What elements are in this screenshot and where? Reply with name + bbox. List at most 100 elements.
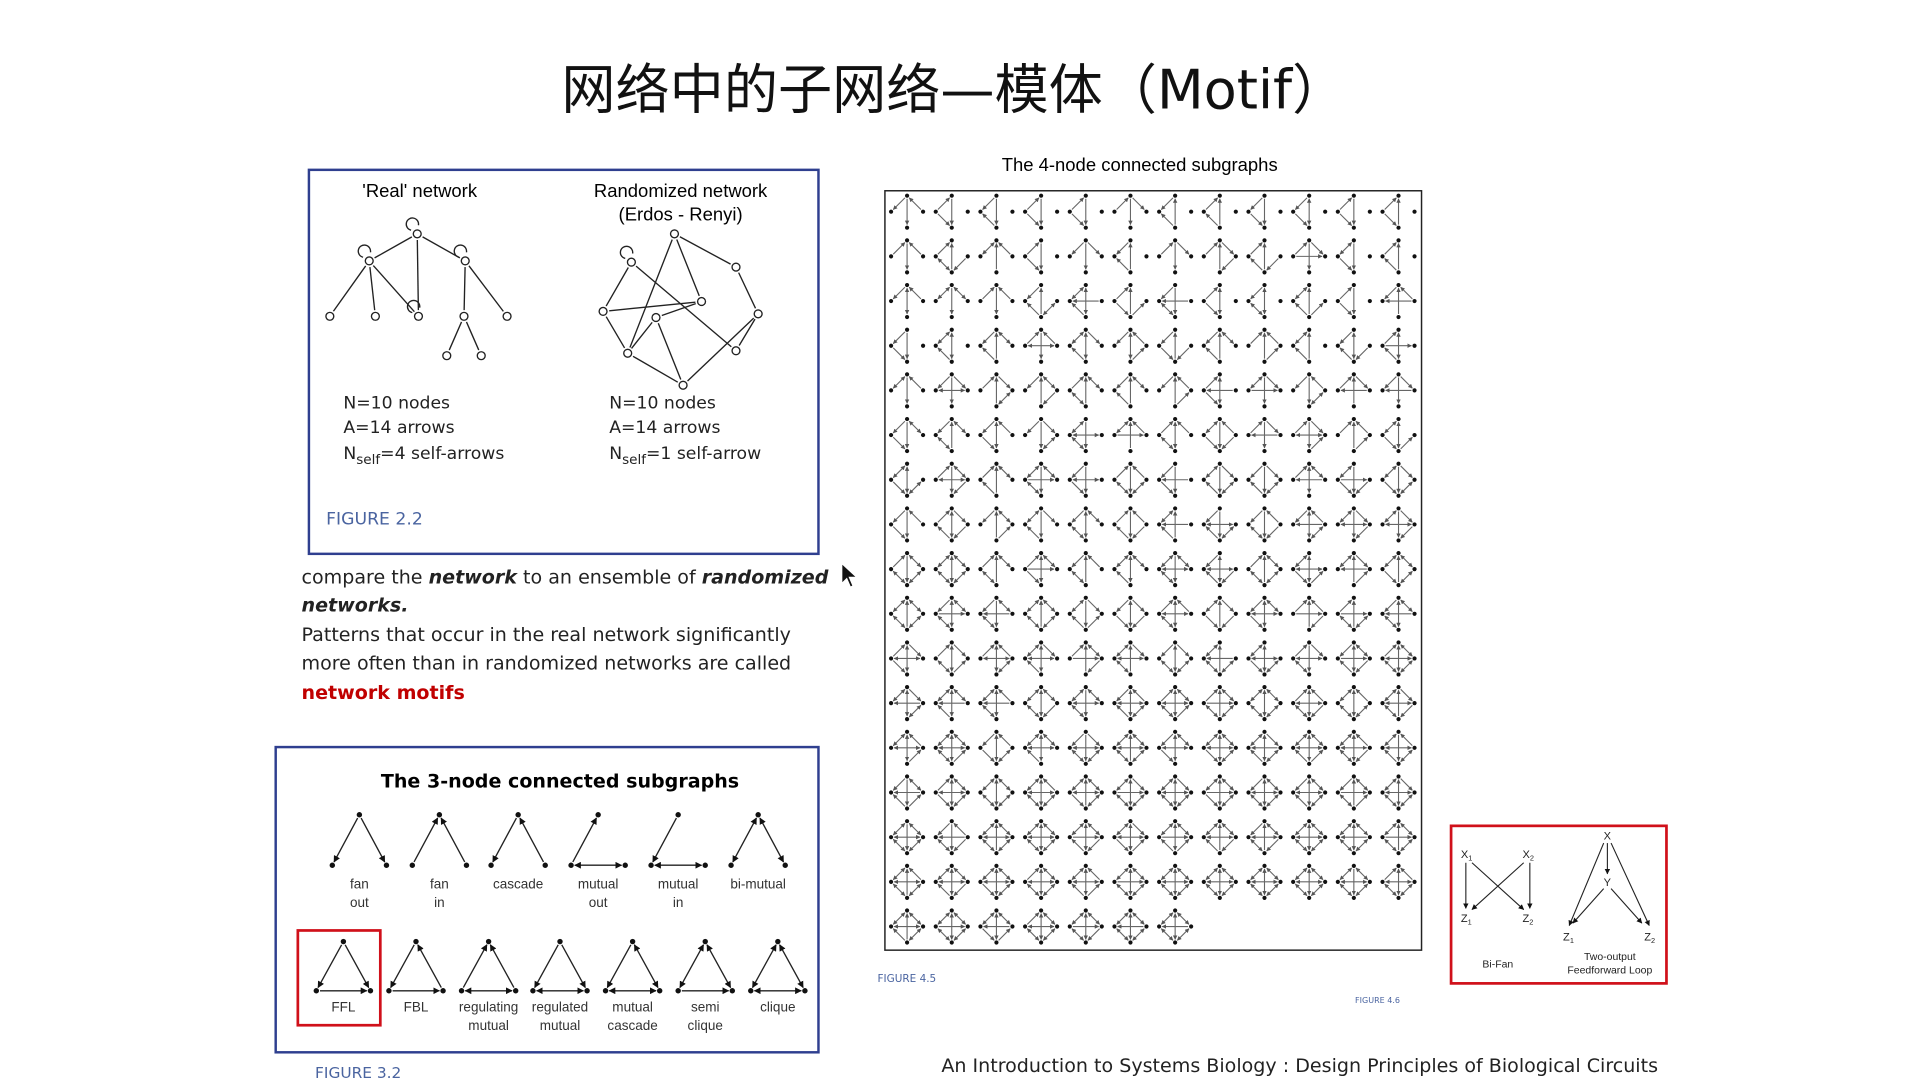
four-node-subgraph bbox=[1157, 908, 1194, 945]
svg-text:X1: X1 bbox=[1461, 849, 1473, 862]
four-node-subgraph bbox=[1112, 282, 1149, 320]
four-node-subgraph bbox=[978, 729, 1015, 766]
subgraph-label: out bbox=[350, 895, 369, 910]
real-arrows-stat: A=14 arrows bbox=[343, 418, 454, 438]
four-node-subgraph bbox=[1112, 774, 1149, 811]
subgraph-label: in bbox=[673, 895, 684, 910]
ffl-highlight-box bbox=[296, 929, 382, 1027]
network-node bbox=[442, 351, 452, 361]
four-node-subgraph bbox=[888, 774, 926, 811]
four-node-subgraph bbox=[978, 551, 1015, 588]
four-node-subgraph bbox=[1246, 595, 1283, 632]
subgraph-label: semi bbox=[691, 1000, 720, 1015]
real-network-graph bbox=[325, 217, 512, 361]
network-edge bbox=[629, 239, 673, 348]
four-node-subgraph bbox=[1291, 193, 1328, 230]
four-node-subgraph bbox=[1291, 774, 1328, 811]
four-node-subgraph bbox=[933, 908, 970, 945]
four-node-subgraph bbox=[1023, 461, 1060, 498]
network-node bbox=[731, 346, 741, 356]
four-node-subgraph bbox=[1335, 685, 1372, 722]
random-network-label: Randomized network bbox=[594, 180, 768, 201]
network-edge bbox=[632, 355, 679, 383]
four-node-subgraph bbox=[1067, 238, 1104, 275]
network-node bbox=[412, 229, 422, 239]
four-node-subgraph bbox=[933, 193, 970, 230]
network-edge bbox=[468, 265, 504, 312]
four-node-subgraph bbox=[978, 416, 1015, 454]
subgraph-label: regulated bbox=[532, 1000, 588, 1015]
four-node-subgraph bbox=[933, 819, 970, 856]
four-node-subgraph bbox=[1112, 461, 1149, 498]
four-node-subgraph bbox=[888, 819, 926, 856]
four-node-subgraph bbox=[1023, 416, 1060, 454]
four-node-subgraph bbox=[933, 372, 970, 409]
four-node-subgraph bbox=[888, 372, 926, 409]
subgraph-bi-mutual: bi-mutual bbox=[728, 812, 788, 892]
four-node-subgraph bbox=[1067, 416, 1104, 454]
four-node-subgraph bbox=[1067, 595, 1104, 632]
four-node-subgraph bbox=[1201, 238, 1238, 275]
four-node-subgraph bbox=[1023, 640, 1060, 677]
four-node-subgraph bbox=[1157, 595, 1194, 632]
four-node-subgraph bbox=[1067, 327, 1104, 364]
four-node-subgraph bbox=[1157, 238, 1194, 275]
four-node-subgraph bbox=[888, 908, 926, 945]
subgraph-clique: clique bbox=[748, 938, 808, 1015]
subgraph-label: fan bbox=[350, 877, 369, 892]
network-edge bbox=[422, 236, 461, 259]
four-node-subgraph bbox=[1201, 595, 1238, 632]
svg-text:compare the network to an ense: compare the network to an ensemble of ra… bbox=[302, 566, 829, 588]
network-edge bbox=[738, 272, 757, 309]
subgraph-label: mutual bbox=[468, 1018, 509, 1033]
four-node-subgraph bbox=[978, 327, 1015, 364]
svg-text:networks.: networks. bbox=[302, 595, 409, 617]
network-edge bbox=[369, 266, 376, 311]
four-node-subgraph bbox=[1157, 863, 1194, 900]
ffl2-label-1: Two-output bbox=[1584, 952, 1636, 963]
four-node-subgraph bbox=[1201, 506, 1238, 543]
four-node-subgraph bbox=[1112, 595, 1149, 632]
figure-3-2-caption: FIGURE 3.2 bbox=[315, 1064, 401, 1080]
figure-4-6: FIGURE 4.6 X1 X2 Z1 Z2 Bi-Fan X Y Z1 Z2 bbox=[1355, 824, 1668, 1005]
four-node-subgraph bbox=[933, 461, 970, 498]
network-node bbox=[364, 256, 374, 266]
four-node-subgraph bbox=[1023, 282, 1060, 320]
subgraph-label: mutual bbox=[612, 1000, 653, 1015]
four-node-subgraph bbox=[1067, 551, 1104, 588]
svg-text:Z2: Z2 bbox=[1522, 913, 1533, 926]
four-node-subgraph bbox=[888, 551, 926, 588]
four-node-subgraph bbox=[1246, 729, 1283, 766]
four-node-subgraph bbox=[1291, 729, 1328, 766]
random-nodes-stat: N=10 nodes bbox=[609, 394, 716, 414]
four-node-subgraph bbox=[1157, 461, 1194, 498]
four-node-subgraph bbox=[1335, 193, 1372, 230]
four-node-subgraph bbox=[978, 685, 1015, 722]
four-node-subgraph bbox=[888, 282, 926, 320]
four-node-subgraph bbox=[888, 506, 926, 543]
four-node-subgraph bbox=[1335, 282, 1372, 320]
network-edge bbox=[661, 302, 696, 317]
random-arrows-stat: A=14 arrows bbox=[609, 418, 720, 438]
four-node-subgraph bbox=[1335, 551, 1372, 588]
four-node-subgraph bbox=[1157, 282, 1194, 320]
four-node-subgraph bbox=[1291, 640, 1328, 677]
network-node bbox=[669, 229, 680, 239]
four-node-subgraph bbox=[1246, 551, 1283, 588]
four-node-subgraph bbox=[1291, 238, 1328, 275]
four-node-subgraph bbox=[1380, 819, 1417, 856]
four-node-subgraph bbox=[1246, 685, 1283, 722]
subgraph-label: regulating bbox=[459, 1000, 518, 1015]
four-node-subgraph bbox=[888, 640, 926, 677]
subgraph-label: FBL bbox=[404, 1000, 429, 1015]
four-node-subgraph bbox=[1291, 506, 1328, 543]
four-node-subgraph bbox=[1380, 282, 1417, 320]
four-node-subgraph bbox=[1112, 640, 1149, 677]
network-node bbox=[370, 311, 380, 321]
four-node-subgraph bbox=[933, 506, 970, 543]
four-node-subgraph bbox=[1335, 640, 1372, 677]
four-node-subgraph bbox=[1157, 416, 1194, 454]
